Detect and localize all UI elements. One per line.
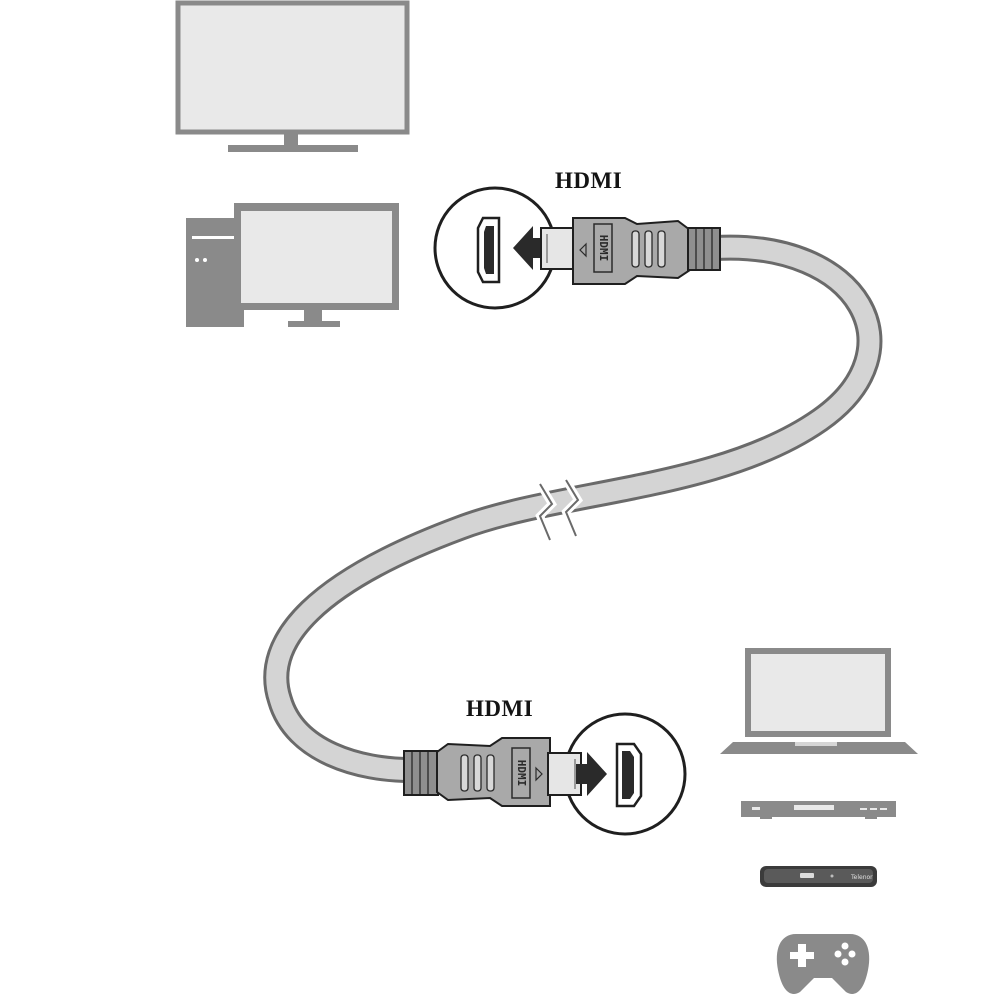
hdmi-cable [263, 234, 883, 783]
hdmi-port-icon [476, 216, 501, 284]
tv-icon [175, 0, 410, 152]
plug-logo-text: HDMI [515, 760, 528, 787]
arrow-left-icon [513, 226, 552, 270]
hdmi-port-icon [615, 742, 643, 808]
gamepad-icon [776, 934, 870, 994]
desktop-computer-icon [186, 203, 399, 327]
brand-logo-text: Telenor [850, 874, 873, 881]
hdmi-plug-top: HDMI [433, 186, 721, 310]
hdmi-plug-bottom: HDMI [403, 712, 687, 836]
plug-logo-text: HDMI [597, 235, 610, 262]
dvd-player-icon [741, 801, 896, 819]
arrow-right-icon [576, 752, 607, 796]
set-top-box-icon: Telenor [760, 866, 877, 887]
hdmi-label-bottom: HDMI [466, 696, 534, 721]
cable-break-mark [535, 477, 584, 542]
laptop-icon [720, 648, 918, 754]
hdmi-label-top: HDMI [555, 168, 623, 193]
